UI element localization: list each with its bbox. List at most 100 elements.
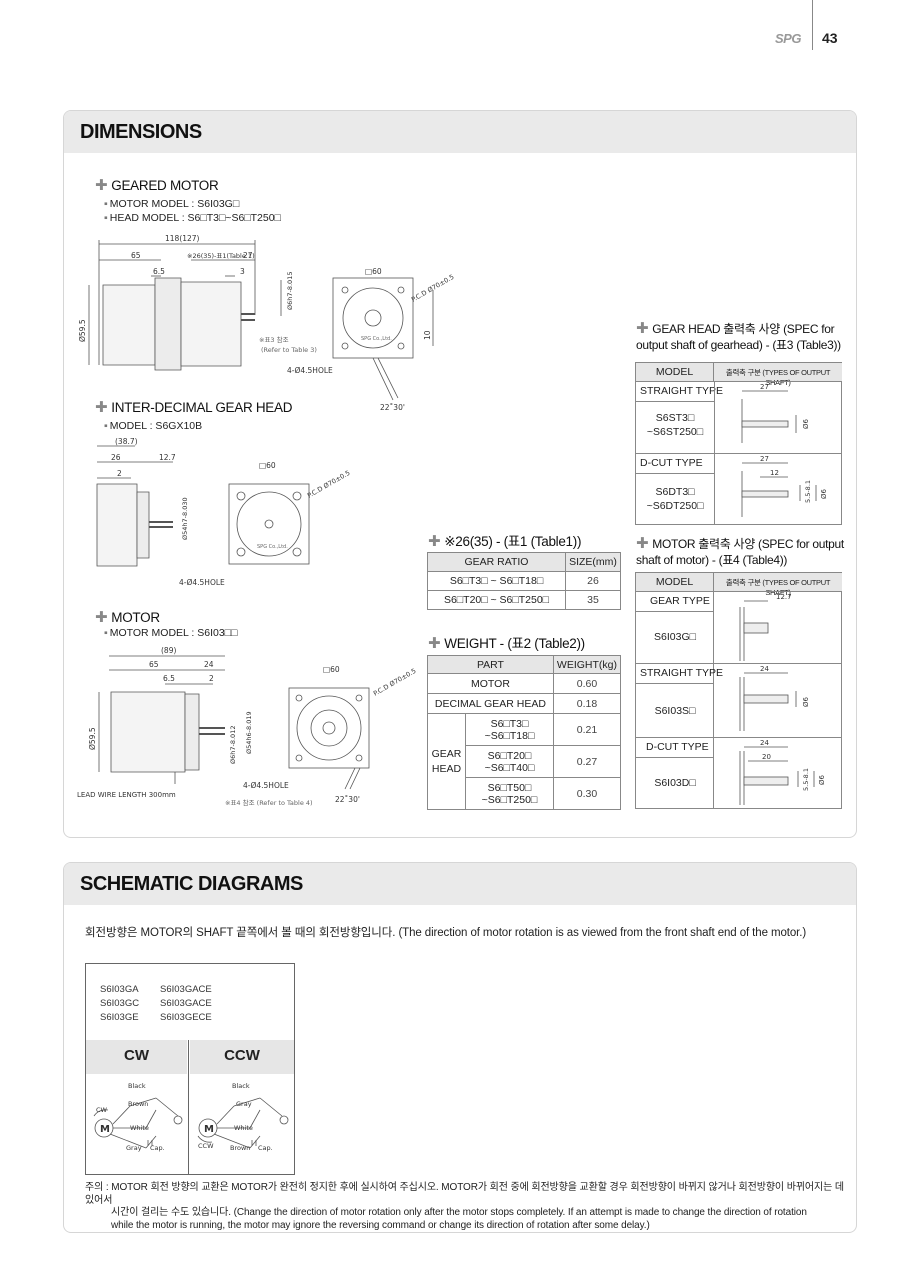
table4-header-types: 출력축 구분 (TYPES OF OUTPUT SHAFT): [714, 573, 842, 597]
svg-text:Ø6: Ø6: [802, 696, 810, 707]
cw-wiring-diagram: M CW Black Brown White Gray Cap.: [93, 1082, 183, 1152]
dim-10: 10: [423, 330, 432, 340]
table1-header-ratio: GEAR RATIO: [427, 552, 566, 572]
dim-sq-60: □60: [323, 665, 340, 674]
svg-text:Gray: Gray: [126, 1144, 142, 1152]
table-row: MOTOR 0.60: [427, 673, 622, 694]
motor-heading: ✚MOTOR: [95, 609, 160, 626]
dim-hole: 4-Ø4.5HOLE: [287, 366, 333, 375]
dim-26: ※26(35)-표1(Table 1): [187, 252, 255, 260]
plus-icon: ✚: [428, 533, 441, 550]
svg-text:Ø6: Ø6: [818, 774, 826, 785]
table-row: S6□T20□~S6□T40□ 0.27: [428, 745, 622, 778]
table1-gear-ratio: GEAR RATIO SIZE(mm) S6□T3□ ~ S6□T18□ 26 …: [427, 552, 621, 610]
dim-2: 2: [209, 674, 214, 683]
dim-3: 3: [240, 267, 245, 276]
dim-38-7: (38.7): [115, 437, 138, 446]
table2-weight: PART WEIGHT(kg) MOTOR 0.60 DECIMAL GEAR …: [427, 655, 622, 810]
svg-text:Brown: Brown: [230, 1144, 250, 1152]
svg-text:27: 27: [760, 383, 769, 391]
cw-label: CW: [86, 1040, 187, 1074]
svg-text:Gray: Gray: [236, 1100, 252, 1108]
dim-angle: 22˚30': [335, 795, 360, 804]
dim-sq-60: □60: [365, 267, 382, 276]
dim-shaft: Ø54h7-8.030: [181, 497, 189, 540]
dim-shaft: Ø6h7-8.015: [286, 272, 294, 310]
ref-table4: ※표4 참조 (Refer to Table 4): [225, 799, 313, 807]
svg-text:24: 24: [760, 739, 769, 747]
svg-text:M: M: [100, 1124, 110, 1135]
table3-header-types: 출력축 구분 (TYPES OF OUTPUT SHAFT): [714, 363, 842, 387]
schematic-divider: [188, 1040, 189, 1175]
dim-pcd: P.C.D Ø70±0.5: [306, 469, 351, 500]
dim-6-5: 6.5: [163, 674, 175, 683]
straight-type-label: STRAIGHT TYPE: [640, 667, 724, 679]
table-row: S6□T20□ ~ S6□T250□ 35: [427, 590, 621, 610]
model-list-right: S6I03GACE S6I03GACE S6I03GECE: [160, 984, 212, 1023]
dcut-type-label: D-CUT TYPE: [640, 457, 703, 469]
ccw-label: CCW: [190, 1040, 294, 1074]
dcut-motor-shaft-drawing: 24 20 5.5-8.1 Ø6: [739, 739, 826, 805]
svg-text:Cap.: Cap.: [150, 1144, 165, 1152]
svg-text:M: M: [204, 1124, 214, 1135]
ccw-wiring-diagram: M CCW Black Gray White Brown Cap.: [197, 1082, 289, 1152]
table-row: S6□T3□ ~ S6□T18□ 26: [427, 571, 621, 591]
svg-text:CW: CW: [96, 1106, 108, 1114]
gear-head-label: GEAR HEAD: [427, 713, 466, 810]
dim-24: 24: [204, 660, 214, 669]
brand-logo: SPG: [775, 31, 801, 46]
table4-header-model: MODEL: [636, 573, 714, 591]
svg-text:12: 12: [770, 469, 779, 477]
table-row: DECIMAL GEAR HEAD 0.18: [427, 693, 622, 714]
dcut-shaft-drawing: 27 12 5.5-8.1 Ø6: [741, 455, 828, 517]
page-number: 43: [822, 30, 838, 46]
table2-header-part: PART: [427, 655, 554, 674]
dim-dia-59-5: Ø59.5: [88, 727, 97, 750]
dim-hole: 4-Ø4.5HOLE: [243, 781, 289, 790]
dim-65: 65: [149, 660, 159, 669]
gear-head-heading: ✚INTER-DECIMAL GEAR HEAD: [95, 399, 293, 416]
svg-text:5.5-8.1: 5.5-8.1: [802, 768, 810, 791]
table1-header-size: SIZE(mm): [565, 552, 621, 572]
gear-type-model: S6I03G□: [654, 631, 696, 643]
dcut-type-model: S6I03D□: [654, 777, 696, 789]
lead-wire-length: LEAD WIRE LENGTH 300mm: [77, 791, 176, 799]
svg-text:White: White: [130, 1124, 149, 1132]
gear-head-drawing: (38.7) 26 12.7 2 Ø54h7-8.030 □60 P.C.D Ø…: [96, 437, 351, 587]
straight-shaft-drawing: 27 Ø6: [741, 383, 810, 443]
dim-pcd: P.C.D Ø70±0.5: [372, 667, 417, 698]
svg-text:24: 24: [760, 665, 769, 673]
geared-motor-model: ▪MOTOR MODEL : S6I03G□: [104, 198, 240, 210]
gear-head-model: ▪MODEL : S6GX10B: [104, 420, 203, 432]
table2-header-weight: WEIGHT(kg): [552, 655, 622, 674]
dim-shaft: Ø6h7-8.012: [229, 726, 237, 764]
plus-icon: ✚: [95, 177, 108, 194]
ref-table3-en: (Refer to Table 3): [261, 346, 317, 354]
plus-icon: ✚: [636, 535, 649, 552]
geared-motor-heading: ✚GEARED MOTOR: [95, 177, 219, 194]
dim-27: 27: [243, 251, 253, 260]
dim-sq-60: □60: [259, 461, 276, 470]
dcut-models: S6DT3□~S6DT250□: [646, 486, 704, 512]
motor-drawing: (89) 65 24 6.5 2 Ø59.5 Ø6h7-8.012 Ø54h6-…: [77, 646, 417, 807]
plus-icon: ✚: [95, 609, 108, 626]
gear-shaft-drawing: 12.7: [739, 593, 792, 661]
dim-2: 2: [117, 469, 122, 478]
table1-heading: ✚※26(35) - (표1 (Table1)): [428, 533, 582, 550]
dim-dia-59-5: Ø59.5: [78, 319, 87, 342]
straight-motor-shaft-drawing: 24 Ø6: [739, 665, 810, 731]
table2-heading: ✚WEIGHT - (표2 (Table2)): [428, 635, 585, 652]
header-divider: [812, 0, 813, 50]
geared-motor-drawing: 118(127) 65 ※26(35)-표1(Table 1) 27 6.5 3…: [78, 234, 455, 412]
svg-text:12.7: 12.7: [776, 593, 792, 601]
dim-shaft-2: Ø54h6-8.019: [245, 711, 253, 754]
dim-89: (89): [161, 646, 176, 655]
plus-icon: ✚: [95, 399, 108, 416]
section-title-dimensions: DIMENSIONS: [64, 111, 856, 153]
dcut-type-label: D-CUT TYPE: [646, 741, 709, 753]
ref-table3: ※표3 참조: [259, 336, 289, 344]
svg-text:CCW: CCW: [198, 1142, 214, 1150]
svg-text:Ø6: Ø6: [820, 488, 828, 499]
plus-icon: ✚: [428, 635, 441, 652]
